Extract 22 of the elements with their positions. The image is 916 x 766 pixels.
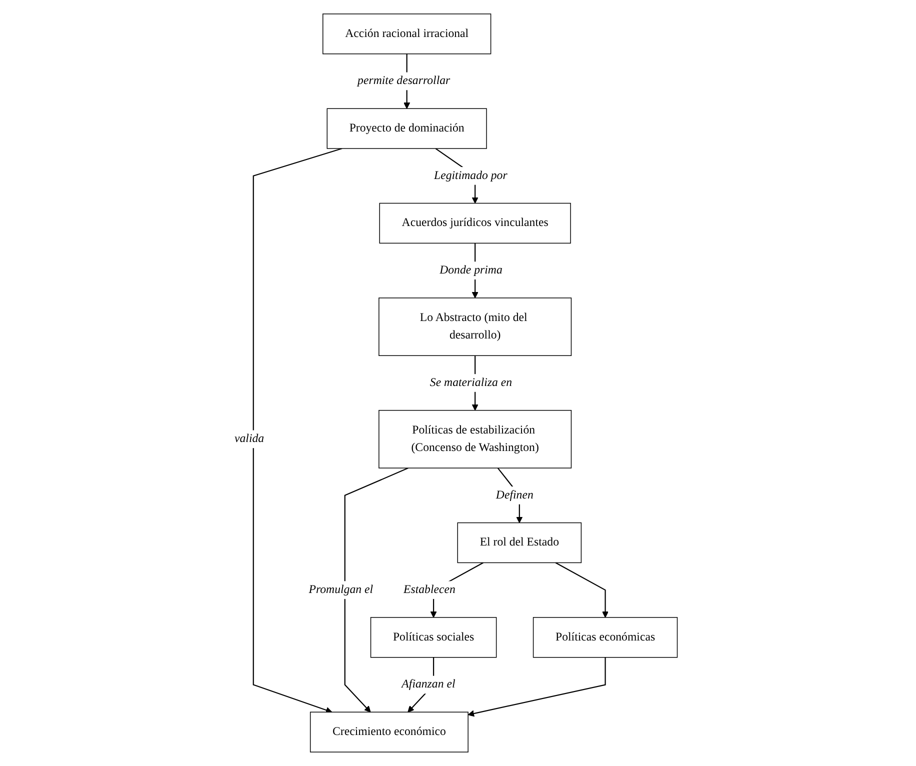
- node-box: Políticas sociales: [370, 617, 497, 658]
- edge-label: Se materializa en: [430, 376, 512, 389]
- arrow: [252, 148, 342, 714]
- edge-label: Afianzan el: [402, 678, 456, 691]
- node-box: Acuerdos jurídicos vinculantes: [379, 202, 571, 244]
- arrow: [555, 562, 608, 618]
- node-box: Crecimiento económico: [310, 712, 468, 752]
- node-box: Políticas de estabilización (Concenso de Washington): [378, 410, 572, 468]
- edge-label: Donde prima: [439, 264, 502, 276]
- edge-label: Establecen: [403, 583, 456, 596]
- arrow: [468, 657, 606, 717]
- edge-label: Definen: [496, 488, 534, 502]
- node-box: Políticas económicas: [532, 617, 678, 658]
- arrow: [344, 468, 408, 712]
- node-box: Acción racional irracional: [322, 14, 492, 54]
- node-box: El rol del Estado: [457, 522, 582, 564]
- edge-label: valida: [234, 432, 264, 446]
- edge-label: Promulgan el: [308, 583, 373, 596]
- node-box: Proyecto de dominación: [326, 108, 487, 149]
- edge-label: Legitimado por: [434, 169, 508, 182]
- edge-label: permite desarrollar: [357, 74, 450, 88]
- node-box: Lo Abstracto (mito del desarrollo): [378, 298, 572, 356]
